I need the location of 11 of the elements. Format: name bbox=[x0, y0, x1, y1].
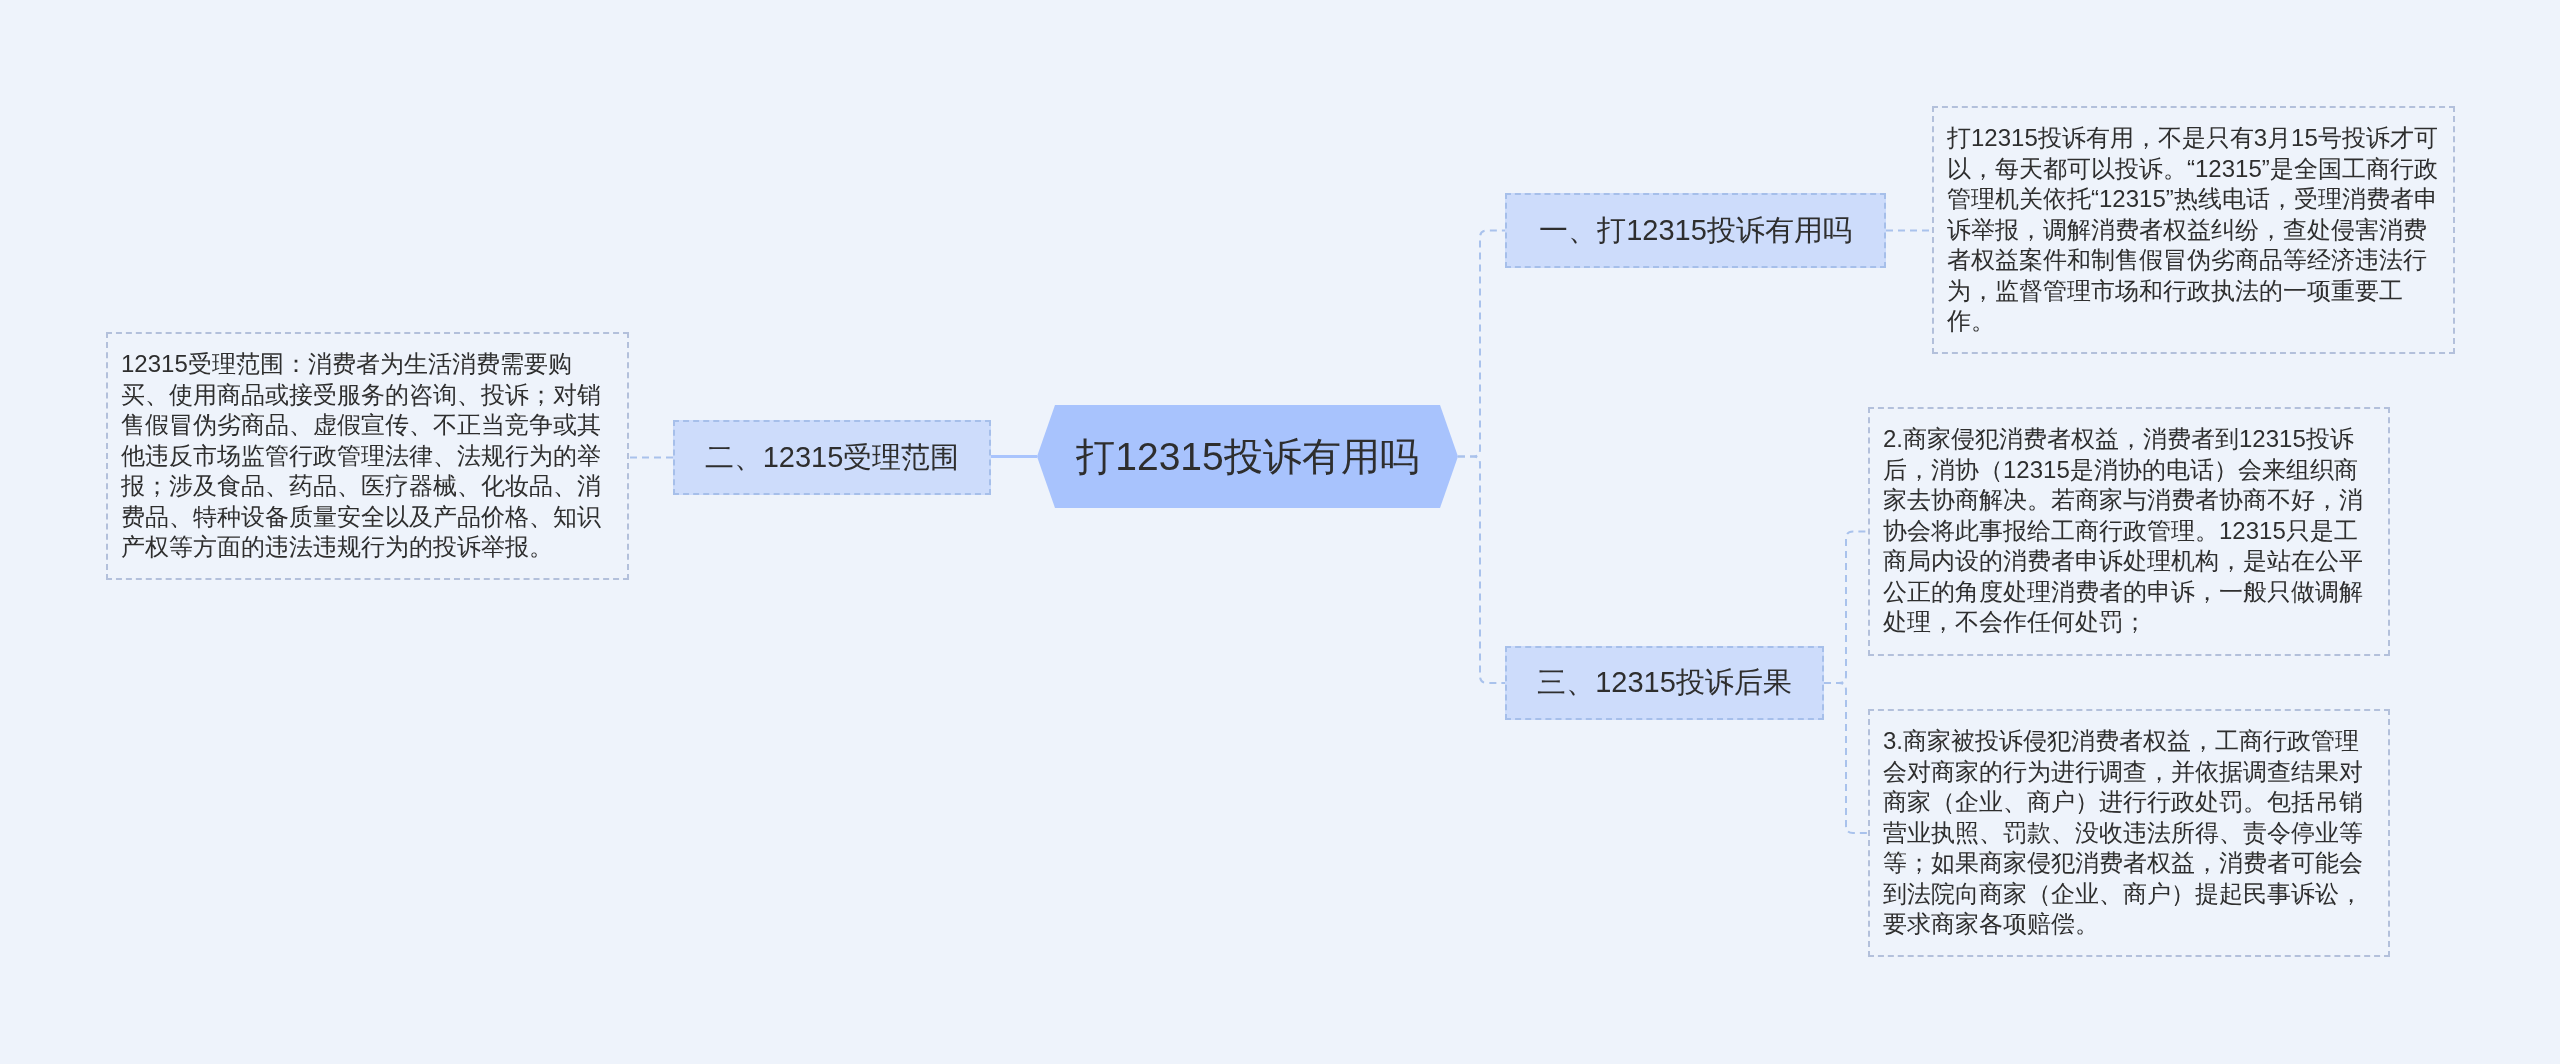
connector-line bbox=[991, 455, 1037, 458]
connector-line bbox=[628, 456, 674, 459]
subtopic-box: 一、打12315投诉有用吗 bbox=[1505, 193, 1886, 268]
note-box: 打12315投诉有用，不是只有3月15号投诉才可以，每天都可以投诉。“12315”是全国工商行政管理机关依托“12315”热线电话，受理消费者申诉举报，调解消费者权益纠纷，查处侵害消费者权益案件和制售假冒伪劣商品等经济违法行为，监督管理市场和行政执法的一项重要工作。 bbox=[1932, 106, 2455, 354]
subtopic-box: 三、12315投诉后果 bbox=[1505, 646, 1824, 720]
topic-hexagon: 打12315投诉有用吗 bbox=[1037, 405, 1458, 508]
note-box: 12315受理范围：消费者为生活消费需要购买、使用商品或接受服务的咨询、投诉；对销售假冒伪劣商品、虚假宣传、不正当竞争或其他违反市场监管行政管理法律、法规行为的举报；涉及食品、药品、医疗器械、化妆品、消费品、特种设备质量安全以及产品价格、知识产权等方面的违法违规行为的投诉举报。 bbox=[106, 332, 629, 580]
subtopic-box: 二、12315受理范围 bbox=[673, 420, 991, 495]
connector-line bbox=[1823, 682, 1869, 834]
note-box: 3.商家被投诉侵犯消费者权益，工商行政管理会对商家的行为进行调查，并依据调查结果对商家（企业、商户）进行行政处罚。包括吊销营业执照、罚款、没收违法所得、责令停业等等；如果商家侵犯消费者权益，消费者可能会到法院向商家（企业、商户）提起民事诉讼，要求商家各项赔偿。 bbox=[1868, 709, 2390, 957]
note-box: 2.商家侵犯消费者权益，消费者到12315投诉后，消协（12315是消协的电话）会来组织商家去协商解决。若商家与消费者协商不好，消协会将此事报给工商行政管理。12315只是工商局内设的消费者申诉处理机构，是站在公平公正的角度处理消费者的申诉，一般只做调解处理，不会作任何处罚； bbox=[1868, 407, 2390, 656]
